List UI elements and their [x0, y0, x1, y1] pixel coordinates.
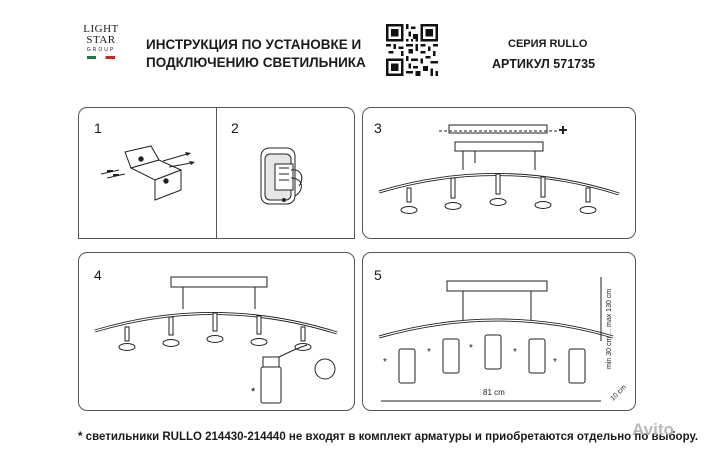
lamp-attachment-illustration: *	[94, 276, 338, 404]
height-dimension: min 30 cm ... max 130 cm	[606, 289, 613, 369]
step-3-panel: 3	[362, 107, 636, 239]
step-3-number: 3	[374, 120, 382, 136]
logo-line2: STAR	[86, 34, 116, 46]
lamp-star-4: *	[513, 347, 517, 358]
lightstar-logo: LIGHT STAR GROUP	[72, 24, 130, 78]
logo-line3: GROUP	[86, 47, 116, 53]
avito-watermark: Avito	[632, 420, 674, 439]
final-assembly-illustration: * * * * * 81 cm min 30 cm ... max 130 cm…	[378, 277, 628, 403]
lamp-star-5: *	[553, 357, 557, 368]
width-dimension: 81 cm	[483, 388, 505, 397]
step-1-number: 1	[94, 120, 102, 136]
lamp-star-1: *	[383, 357, 387, 368]
step-1-panel: 1	[78, 107, 218, 239]
footnote: * светильники RULLO 214430-214440 не вхо…	[78, 431, 699, 443]
logo-line1: LIGHT	[83, 23, 119, 35]
terminal-block-illustration	[260, 147, 303, 205]
title-line-2: ПОДКЛЮЧЕНИЮ СВЕТИЛЬНИКА	[146, 55, 366, 70]
page-title: ИНСТРУКЦИЯ ПО УСТАНОВКЕ И ПОДКЛЮЧЕНИЮ СВ…	[146, 36, 376, 72]
title-line-1: ИНСТРУКЦИЯ ПО УСТАНОВКЕ И	[146, 37, 362, 52]
step-5-number: 5	[374, 267, 382, 283]
italy-flag-icon	[87, 56, 115, 59]
lamp-star-2: *	[427, 347, 431, 358]
step-2-number: 2	[231, 120, 239, 136]
step-4-panel: 4 *	[78, 252, 355, 411]
step-2-panel: 2	[216, 107, 355, 239]
lamp-star-3: *	[469, 343, 473, 354]
qr-code-icon	[386, 24, 438, 76]
step-5-panel: 5 * * * * * 81 cm min 30 cm ... max 130 …	[362, 252, 636, 411]
bracket-mounting-illustration	[100, 145, 195, 201]
lamp-star-mark: *	[251, 386, 256, 398]
article-label: АРТИКУЛ 571735	[492, 57, 596, 71]
canopy-mounting-illustration	[378, 124, 620, 214]
series-label: СЕРИЯ RULLO	[508, 38, 588, 50]
depth-dimension: 10 cm	[609, 384, 628, 403]
step-4-number: 4	[94, 267, 102, 283]
